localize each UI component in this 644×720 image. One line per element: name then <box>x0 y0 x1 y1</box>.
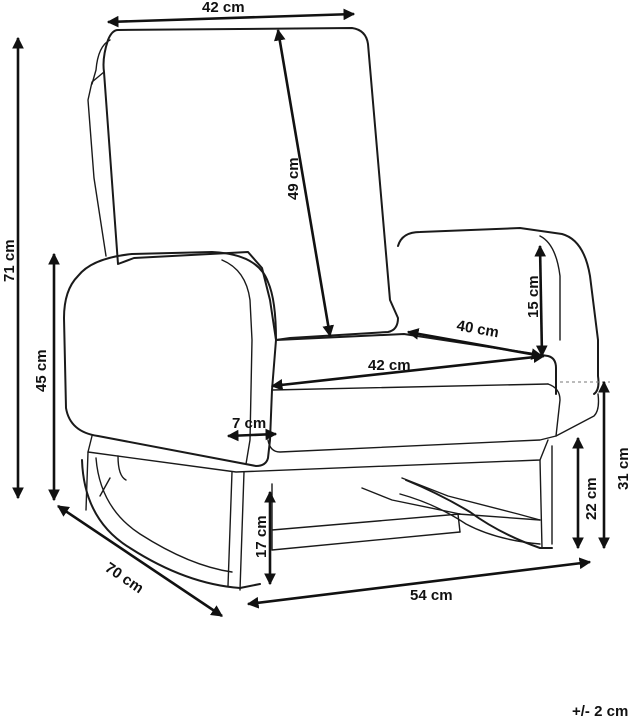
base-frame-left <box>85 451 245 591</box>
backrest <box>102 27 399 341</box>
total-width-arrow <box>246 557 592 609</box>
back-height-label: 49 cm <box>285 157 302 200</box>
total-height-label: 71 cm <box>1 239 18 282</box>
left-armrest-front <box>221 259 253 465</box>
dimension-labels: 42 cm 49 cm 71 cm 45 cm 15 cm 40 cm 42 c… <box>1 0 632 720</box>
armrest-height-label: 15 cm <box>525 275 542 318</box>
right-rocker <box>405 479 553 549</box>
frame-height-label: 22 cm <box>583 477 600 520</box>
total-width-label: 54 cm <box>410 587 453 604</box>
back-height-arrow <box>273 28 335 338</box>
backrest-rear-edge <box>91 39 111 85</box>
seat-height-label: 45 cm <box>33 349 50 392</box>
seat-width-label: 42 cm <box>368 357 411 374</box>
base-height-label: 17 cm <box>253 515 270 558</box>
total-depth-label: 70 cm <box>102 559 147 597</box>
backrest-side <box>87 71 107 257</box>
seat-cushion <box>275 333 557 395</box>
seat-front-top <box>271 383 549 391</box>
tolerance-note: +/- 2 cm <box>572 703 628 720</box>
back-width-label: 42 cm <box>202 0 245 16</box>
seat-front-face <box>267 393 600 453</box>
armrest-width-arrow <box>226 428 278 442</box>
seat-width-arrow <box>270 351 546 391</box>
back-width-arrow <box>106 8 356 28</box>
left-rocker-inner <box>95 455 233 573</box>
arm-floor-height-label: 31 cm <box>615 447 632 490</box>
seat-front-curve <box>547 383 561 437</box>
seat-depth-label: 40 cm <box>455 317 500 341</box>
base-frame-top <box>87 435 549 473</box>
right-armrest-inner <box>539 235 561 341</box>
right-rocker-inner <box>399 493 541 545</box>
base-frame-right <box>539 445 553 549</box>
base-inner-rails <box>361 477 541 521</box>
armrest-width-label: 7 cm <box>232 415 266 432</box>
total-depth-arrow <box>57 504 223 618</box>
base-crossbar <box>271 483 461 551</box>
chair-outline <box>63 27 600 591</box>
dimension-arrows <box>12 8 610 618</box>
left-armrest <box>63 251 277 467</box>
